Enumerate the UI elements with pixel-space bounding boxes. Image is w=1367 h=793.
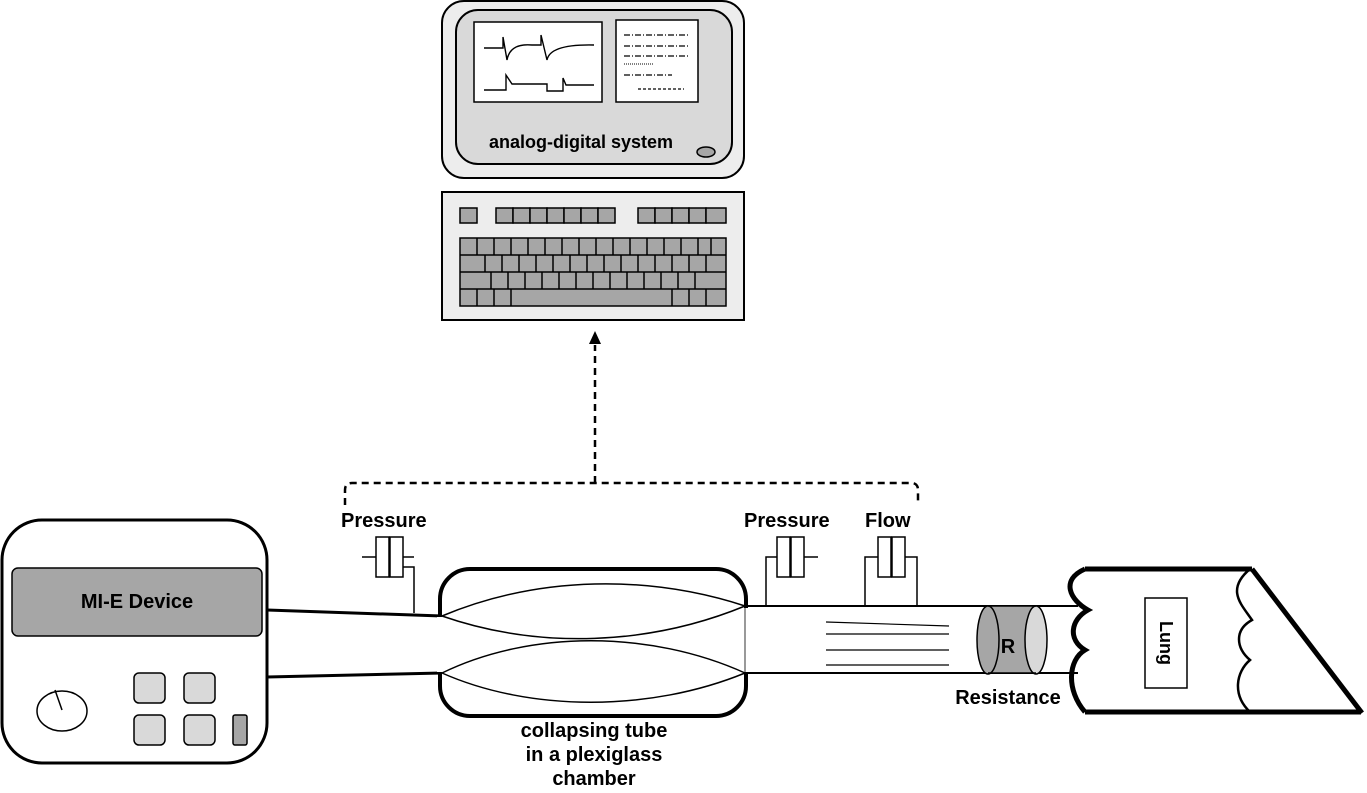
sensor-tap xyxy=(765,556,777,606)
signal-bracket xyxy=(343,481,920,505)
key xyxy=(459,207,478,224)
sensor-tap xyxy=(905,556,918,606)
tube-bottom-left xyxy=(266,671,443,679)
sensor-plate xyxy=(877,536,892,578)
pressure-sensor-right xyxy=(765,536,818,606)
monitor-data-screen xyxy=(615,19,699,103)
flow-screen xyxy=(825,621,950,666)
device-button xyxy=(183,672,216,704)
resistance-label: Resistance xyxy=(955,687,1061,709)
resistor: R xyxy=(976,605,1048,675)
sensor-plate xyxy=(389,536,404,578)
monitor: analog-digital system xyxy=(441,0,745,179)
sensor-plate xyxy=(790,536,805,578)
signal-arrowhead xyxy=(589,331,601,344)
lung-label: Lung xyxy=(1156,621,1176,665)
device-button xyxy=(183,714,216,746)
resistor-letter: R xyxy=(1001,636,1016,658)
flow-sensor xyxy=(864,536,918,606)
tube-top-left xyxy=(266,608,443,618)
monitor-waveform-screen xyxy=(473,21,603,103)
sensor-tap xyxy=(403,566,415,613)
flow-waveform xyxy=(484,72,594,92)
pressure-label-right: Pressure xyxy=(744,510,830,532)
signal-connection xyxy=(343,345,920,505)
key xyxy=(512,207,531,224)
key xyxy=(546,207,565,224)
flow-label: Flow xyxy=(865,510,911,532)
key xyxy=(563,207,582,224)
key xyxy=(705,207,727,224)
key xyxy=(597,207,616,224)
key-row-4-dividers xyxy=(476,289,707,306)
chamber-caption-line3: chamber xyxy=(552,768,636,790)
mie-device: MI-E Device xyxy=(0,518,269,765)
device-panel xyxy=(11,567,263,637)
pressure-sensor-left xyxy=(362,536,415,613)
key-row-3-dividers xyxy=(490,272,696,289)
key-grid xyxy=(459,237,727,307)
power-button xyxy=(696,146,716,158)
key xyxy=(495,207,514,224)
key xyxy=(529,207,548,224)
lung-model: Lung xyxy=(1067,566,1364,715)
device-switch xyxy=(232,714,248,746)
lung-left-wall xyxy=(1067,566,1094,714)
chamber-caption-line1: collapsing tube xyxy=(521,720,668,742)
lung-right-wall xyxy=(1235,568,1254,713)
key-row-2-dividers xyxy=(484,255,707,272)
key-row-1-dividers xyxy=(476,238,712,255)
pressure-waveform xyxy=(484,34,595,61)
device-button xyxy=(133,672,166,704)
key xyxy=(671,207,690,224)
plexiglass-chamber xyxy=(437,567,749,718)
key xyxy=(688,207,707,224)
key xyxy=(580,207,599,224)
keyboard xyxy=(441,191,745,321)
lung-label-box xyxy=(1144,597,1188,689)
lung-box xyxy=(1085,569,1359,712)
key xyxy=(637,207,656,224)
resistor-body xyxy=(988,606,1036,673)
sensor-plate xyxy=(375,536,390,578)
key xyxy=(654,207,673,224)
resistor-front xyxy=(1024,605,1048,675)
lung-bellows-hinge xyxy=(1250,567,1364,715)
pressure-label-left: Pressure xyxy=(341,510,427,532)
device-label: MI-E Device xyxy=(81,591,193,613)
screen-line xyxy=(825,621,950,627)
sensor-plate xyxy=(776,536,791,578)
dial-knob xyxy=(36,690,88,732)
keyboard-keys xyxy=(459,207,727,224)
resistor-back xyxy=(976,605,1000,675)
dial-pointer xyxy=(54,689,63,711)
chamber-opening-left xyxy=(437,617,445,672)
computer-label: analog-digital system xyxy=(489,132,673,152)
sensor-tap xyxy=(864,556,878,606)
device-button xyxy=(133,714,166,746)
chamber-caption-line2: in a plexiglass xyxy=(526,744,663,766)
sensor-plate xyxy=(891,536,906,578)
